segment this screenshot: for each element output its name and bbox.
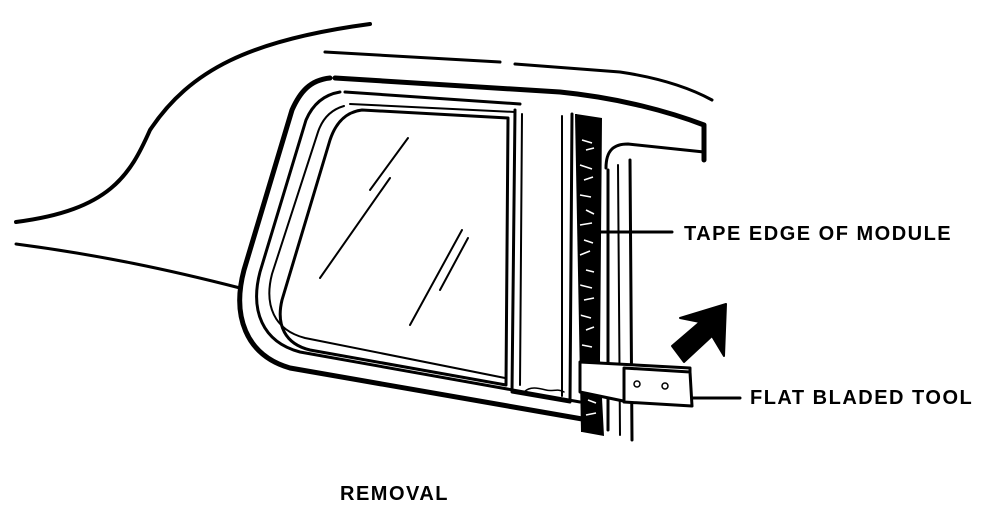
tape-module-body — [576, 114, 604, 436]
glass-reflection-1 — [369, 137, 409, 191]
frame-outer — [237, 75, 707, 423]
caption-removal: REMOVAL — [340, 483, 449, 505]
pillar-strip-inner — [519, 113, 563, 397]
direction-arrow-icon — [671, 303, 727, 363]
glass-reflection-4 — [439, 237, 469, 291]
frame-inner — [255, 90, 582, 404]
window-frame — [237, 75, 707, 423]
glass-pane — [278, 108, 510, 387]
roof-curve — [14, 22, 372, 224]
pillar-strip-left — [510, 108, 574, 404]
vehicle-body-outline — [14, 22, 714, 290]
tape-module-texture — [579, 139, 597, 416]
door-frame-outer — [604, 142, 706, 170]
tool-rivet-2 — [661, 382, 669, 390]
roof-top-line — [323, 50, 714, 102]
tool-handle — [622, 366, 694, 408]
flat-bladed-tool — [578, 360, 694, 408]
center-pillar — [510, 108, 574, 404]
glass-reflection-3 — [409, 229, 463, 326]
tool-rivet-1 — [633, 380, 641, 388]
lower-body-line — [14, 242, 242, 290]
leader-lines — [584, 230, 742, 400]
label-tape-edge: TAPE EDGE OF MODULE — [684, 223, 952, 245]
pillar-emblem — [523, 387, 565, 393]
glass-outline — [278, 108, 510, 387]
glass-reflection-2 — [319, 177, 391, 279]
label-flat-tool: FLAT BLADED TOOL — [750, 387, 973, 409]
frame-inner-2 — [268, 103, 516, 379]
